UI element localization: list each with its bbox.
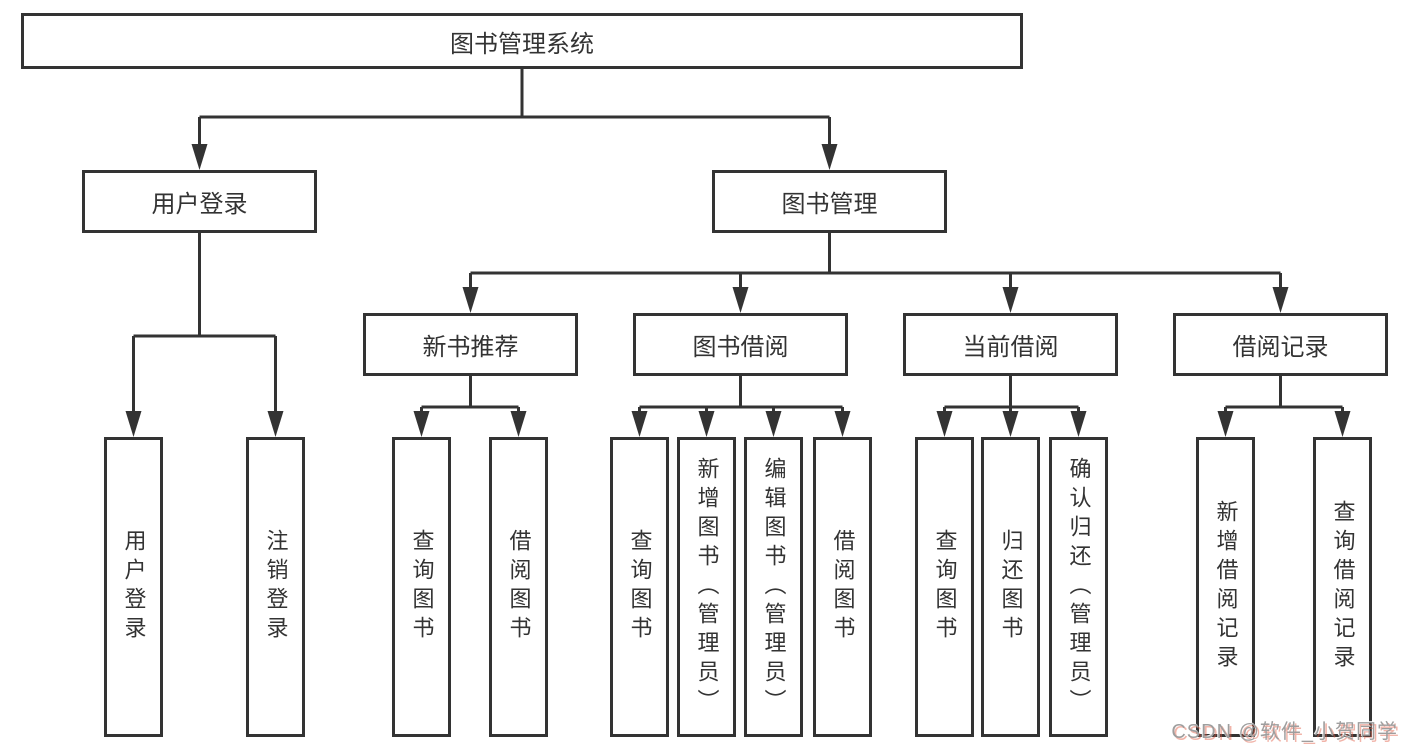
connector-borrow-records-to-leaves bbox=[1224, 376, 1344, 419]
leaf-label: 查询图书 bbox=[627, 529, 653, 645]
node-label: 图书管理 bbox=[781, 191, 878, 218]
csdn-watermark: CSDN @软件_小贺同学 bbox=[1171, 721, 1398, 743]
node-label: 新书推荐 bbox=[422, 334, 519, 361]
leaf-label: 编辑图书（管理员） bbox=[761, 456, 787, 718]
node-current-borrow: 当前借阅 bbox=[903, 313, 1118, 376]
node-root-system: 图书管理系统 bbox=[21, 13, 1023, 69]
connector-book-borrow-to-leaves bbox=[638, 376, 844, 419]
leaf-edit-book-admin: 编辑图书（管理员） bbox=[744, 437, 803, 737]
leaf-borrow-books-recommend: 借阅图书 bbox=[489, 437, 548, 737]
node-book-borrow: 图书借阅 bbox=[633, 313, 848, 376]
leaf-label: 注销登录 bbox=[263, 529, 289, 645]
node-book-management: 图书管理 bbox=[712, 170, 947, 233]
leaf-label: 新增图书（管理员） bbox=[694, 456, 720, 718]
connector-new-book-recommend-to-leaves bbox=[420, 376, 520, 419]
node-new-book-recommend: 新书推荐 bbox=[363, 313, 578, 376]
node-root-label: 图书管理系统 bbox=[450, 30, 594, 58]
leaf-confirm-return-admin: 确认归还（管理员） bbox=[1049, 437, 1108, 737]
arrowheads bbox=[125, 144, 1351, 437]
leaf-label: 查询图书 bbox=[409, 529, 435, 645]
leaf-add-borrow-record: 新增借阅记录 bbox=[1196, 437, 1255, 737]
leaf-query-books-current: 查询图书 bbox=[915, 437, 974, 737]
node-label: 当前借阅 bbox=[962, 334, 1059, 361]
node-label: 用户登录 bbox=[151, 191, 248, 218]
leaf-add-book-admin: 新增图书（管理员） bbox=[677, 437, 736, 737]
leaf-query-borrow-record: 查询借阅记录 bbox=[1313, 437, 1372, 737]
leaf-label: 归还图书 bbox=[998, 529, 1024, 645]
leaf-query-books-recommend: 查询图书 bbox=[392, 437, 451, 737]
connector-book-management-to-sections bbox=[469, 233, 1282, 295]
node-label: 图书借阅 bbox=[692, 334, 789, 361]
leaf-user-login: 用户登录 bbox=[104, 437, 163, 737]
leaf-label: 查询借阅记录 bbox=[1330, 500, 1356, 674]
leaf-borrow-books: 借阅图书 bbox=[813, 437, 872, 737]
node-user-login: 用户登录 bbox=[82, 170, 317, 233]
leaf-label: 借阅图书 bbox=[830, 529, 856, 645]
leaf-query-books-borrow: 查询图书 bbox=[610, 437, 669, 737]
leaf-label: 借阅图书 bbox=[506, 529, 532, 645]
leaf-logout: 注销登录 bbox=[246, 437, 305, 737]
leaf-label: 确认归还（管理员） bbox=[1066, 456, 1092, 718]
leaf-label: 新增借阅记录 bbox=[1213, 500, 1239, 674]
leaf-label: 用户登录 bbox=[121, 529, 147, 645]
connector-root-to-level2 bbox=[198, 69, 831, 150]
leaf-label: 查询图书 bbox=[932, 529, 958, 645]
connector-user-login-to-leaves bbox=[132, 233, 277, 419]
node-label: 借阅记录 bbox=[1232, 334, 1329, 361]
leaf-return-book: 归还图书 bbox=[981, 437, 1040, 737]
node-borrow-records: 借阅记录 bbox=[1173, 313, 1388, 376]
